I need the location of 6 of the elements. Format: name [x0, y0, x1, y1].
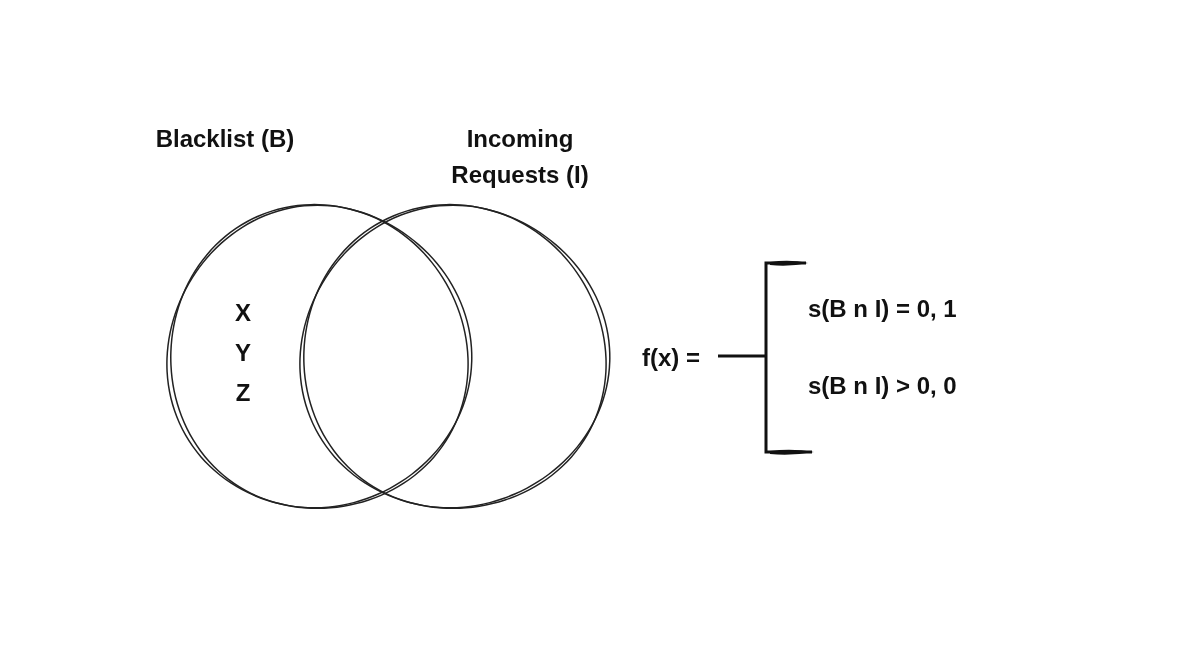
set-label: Incoming Requests (I): [450, 124, 590, 190]
condition-text: s(B n I) > 0, 0: [808, 371, 957, 401]
set-label: Blacklist (B): [154, 124, 296, 154]
function-label: f(x) =: [642, 343, 700, 373]
condition-text: s(B n I) = 0, 1: [808, 294, 957, 324]
set-elements: X Y Z: [234, 298, 252, 408]
